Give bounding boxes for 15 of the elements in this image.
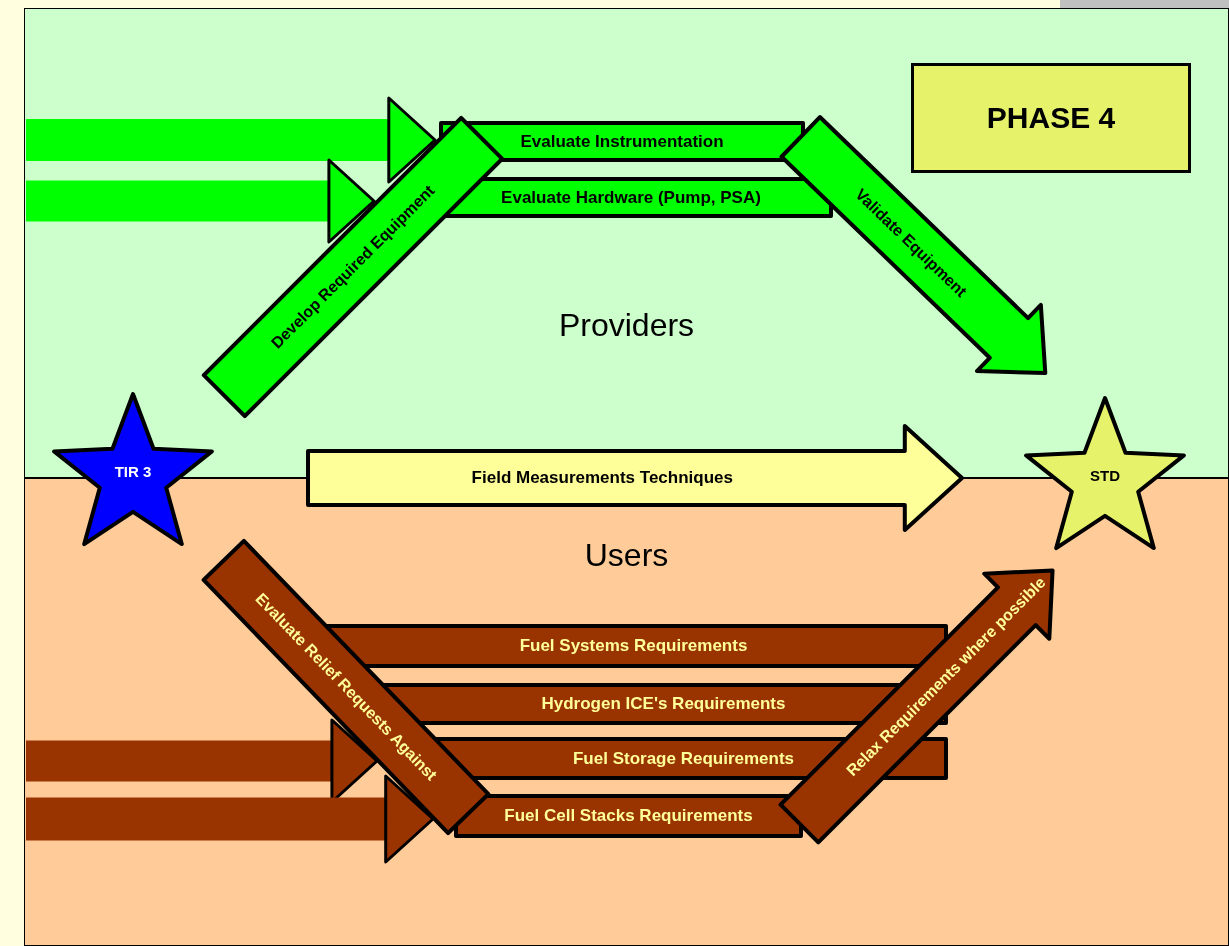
step-label: Fuel Storage Requirements (572, 748, 795, 769)
region-label: Providers (558, 307, 695, 344)
block-arrow (26, 774, 435, 864)
star-label: STD (1090, 466, 1120, 484)
step-label: Evaluate Instrumentation (520, 131, 724, 152)
step-label: Field Measurements Techniques (471, 468, 733, 488)
step-label: Fuel Cell Stacks Requirements (504, 806, 753, 826)
star-label: TIR 3 (114, 462, 152, 480)
step-label: Evaluate Hardware (Pump, PSA) (501, 187, 761, 208)
phase-box: PHASE 4 (911, 63, 1191, 173)
block-arrow (26, 158, 376, 244)
step-label: Fuel Systems Requirements (519, 636, 748, 656)
step-label: Hydrogen ICE's Requirements (541, 694, 786, 714)
region-label: Users (584, 537, 669, 574)
block-arrow (26, 96, 437, 184)
